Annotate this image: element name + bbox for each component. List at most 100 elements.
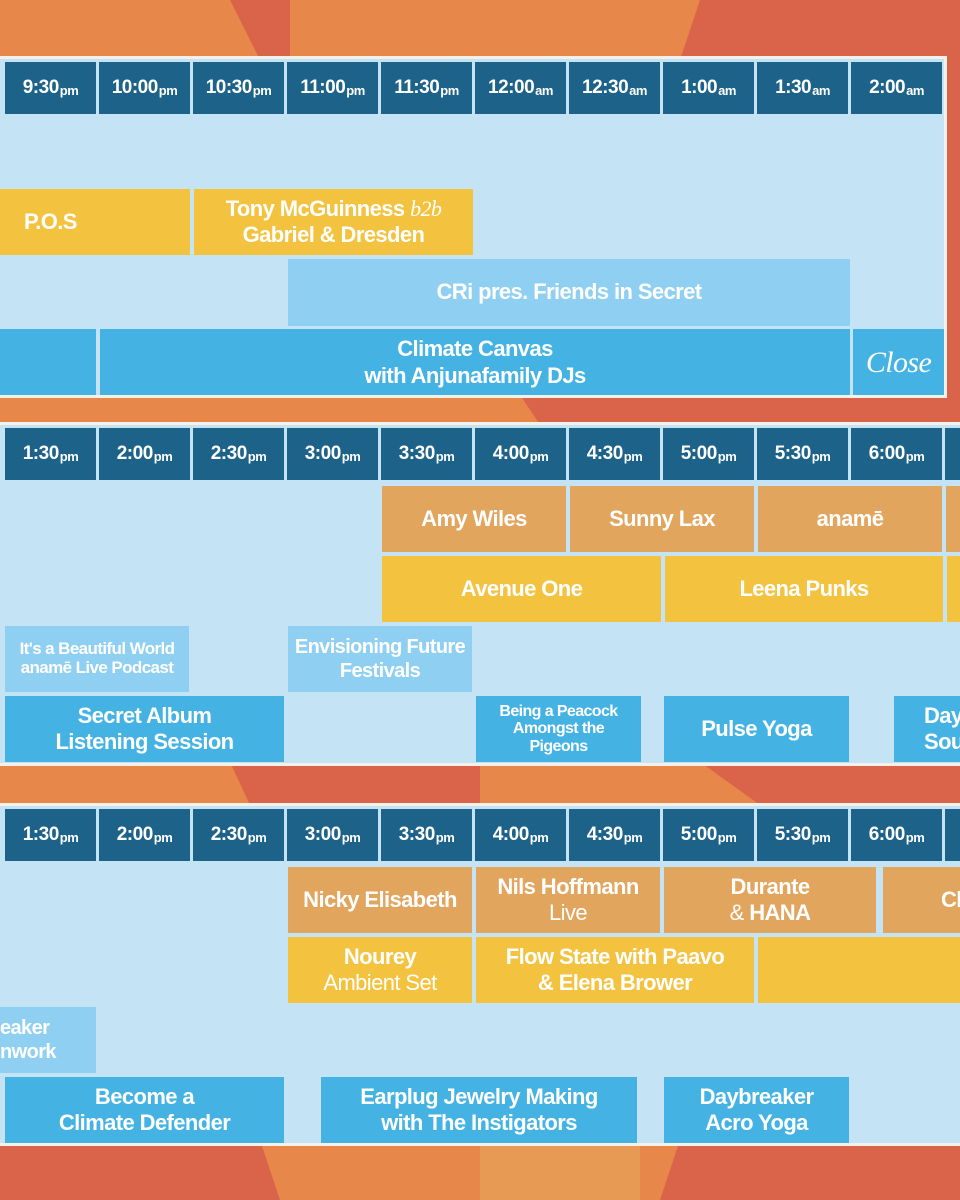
event-sunny-lax[interactable]: Sunny Lax xyxy=(570,486,754,552)
time-value: 3:00 xyxy=(304,824,342,845)
event-avenue-one[interactable]: Avenue One xyxy=(382,556,661,622)
time-suffix: pm xyxy=(247,829,267,845)
event-title-line2: anamē Live Podcast xyxy=(20,658,174,677)
time-suffix: pm xyxy=(341,448,361,464)
time-value: 1:30 xyxy=(775,77,812,98)
time-value: 5:30 xyxy=(774,824,812,845)
ampersand: & xyxy=(729,900,745,925)
time-suffix: pm xyxy=(153,829,173,845)
event-durante-hana[interactable]: Durante & HANA xyxy=(664,867,876,933)
event-envisioning-future[interactable]: Envisioning Future Festivals xyxy=(288,626,472,692)
event-title-line1: Envisioning Future xyxy=(294,636,466,658)
event-beautiful-world[interactable]: It's a Beautiful World anamē Live Podcas… xyxy=(5,626,189,692)
time-suffix: pm xyxy=(59,829,79,845)
time-value: 1:30 xyxy=(22,443,60,464)
event-close[interactable]: Close xyxy=(853,329,944,395)
event-nils-hoffmann[interactable]: Nils Hoffmann Live xyxy=(476,867,660,933)
event-daybreaker-acro-yoga[interactable]: Daybreaker Acro Yoga xyxy=(664,1077,849,1143)
time-value: 11:30 xyxy=(394,77,440,98)
event-cri[interactable]: CRi pres. Friends in Secret xyxy=(288,259,850,326)
event-nicky-elisabeth[interactable]: Nicky Elisabeth xyxy=(288,867,472,933)
event-climate-canvas-left[interactable] xyxy=(0,329,96,395)
event-title: Cl xyxy=(941,886,960,912)
event-flow-state[interactable]: Flow State with Paavo & Elena Brower xyxy=(476,937,754,1003)
time-value: 2:00 xyxy=(116,824,154,845)
event-pos[interactable]: P.O.S xyxy=(0,189,190,255)
time-suffix: pm xyxy=(623,448,643,464)
event-title: Leena Punks xyxy=(739,575,869,601)
event-title: Amy Wiles xyxy=(421,505,527,531)
event-being-a-peacock[interactable]: Being a Peacock Amongst the Pigeons xyxy=(476,696,641,762)
time-suffix: pm xyxy=(529,829,549,845)
time-suffix: pm xyxy=(717,448,737,464)
event-earplug-jewelry[interactable]: Earplug Jewelry Making with The Instigat… xyxy=(321,1077,637,1143)
time-value: 2:00 xyxy=(869,77,906,98)
time-suffix: pm xyxy=(341,829,361,845)
time-suffix: pm xyxy=(717,829,737,845)
event-title-line2: & Elena Brower xyxy=(537,970,693,995)
event-subtitle: Ambient Set xyxy=(323,970,437,995)
time-value: 5:30 xyxy=(774,443,812,464)
time-suffix: am xyxy=(812,82,830,98)
event-climate-defender[interactable]: Become a Climate Defender xyxy=(5,1077,284,1143)
event-title-line1: Earplug Jewelry Making xyxy=(360,1083,598,1109)
event-title-line1: It's a Beautiful World xyxy=(19,639,175,659)
time-value: 3:30 xyxy=(398,443,436,464)
time-suffix: pm xyxy=(252,82,272,98)
event-next-yellow[interactable] xyxy=(947,556,960,622)
time-suffix: pm xyxy=(440,82,459,98)
event-leena-punks[interactable]: Leena Punks xyxy=(665,556,943,622)
event-title: anamē xyxy=(816,505,884,531)
event-title-line1: Durante xyxy=(730,873,811,899)
event-title-line2: nwork xyxy=(0,1041,57,1063)
event-title-line3: Pigeons xyxy=(529,737,588,755)
event-daybreaker-breathwork[interactable]: eaker nwork xyxy=(0,1007,96,1073)
event-day-sou[interactable]: Day Sou xyxy=(894,696,960,762)
event-secret-album[interactable]: Secret Album Listening Session xyxy=(5,696,284,762)
event-title-line1: eaker xyxy=(0,1017,50,1039)
event-next-tan[interactable] xyxy=(946,486,960,552)
event-cl[interactable]: Cl xyxy=(883,867,960,933)
event-nourey[interactable]: Nourey Ambient Set xyxy=(288,937,472,1003)
time-suffix: am xyxy=(535,82,553,98)
event-title-line2: Festivals xyxy=(339,660,421,682)
time-suffix: pm xyxy=(59,448,79,464)
event-tony-mcguinness[interactable]: Tony McGuinness b2b Gabriel & Dresden xyxy=(194,189,473,255)
event-aname[interactable]: anamē xyxy=(758,486,942,552)
event-pulse-yoga[interactable]: Pulse Yoga xyxy=(664,696,849,762)
event-title: P.O.S xyxy=(24,208,77,234)
event-next-yellow[interactable] xyxy=(758,937,960,1003)
time-suffix: pm xyxy=(529,448,549,464)
time-slot-header-partial xyxy=(945,809,960,861)
close-label: Close xyxy=(865,345,932,379)
event-title: Sunny Lax xyxy=(609,505,715,531)
time-suffix: pm xyxy=(59,82,79,98)
event-title-line1: Secret Album xyxy=(77,702,212,728)
event-title-line1: Climate Canvas xyxy=(397,336,553,362)
time-suffix: pm xyxy=(811,448,831,464)
event-title: Tony McGuinness xyxy=(225,195,405,221)
event-amy-wiles[interactable]: Amy Wiles xyxy=(382,486,566,552)
event-climate-canvas[interactable]: Climate Canvas with Anjunafamily DJs xyxy=(100,329,850,395)
time-slot-header-partial xyxy=(945,62,947,114)
time-value: 6:00 xyxy=(868,824,906,845)
time-value: 4:30 xyxy=(586,443,624,464)
time-suffix: am xyxy=(718,82,736,98)
time-value: 12:30 xyxy=(582,77,629,98)
event-title-line1: Nourey xyxy=(343,943,417,969)
